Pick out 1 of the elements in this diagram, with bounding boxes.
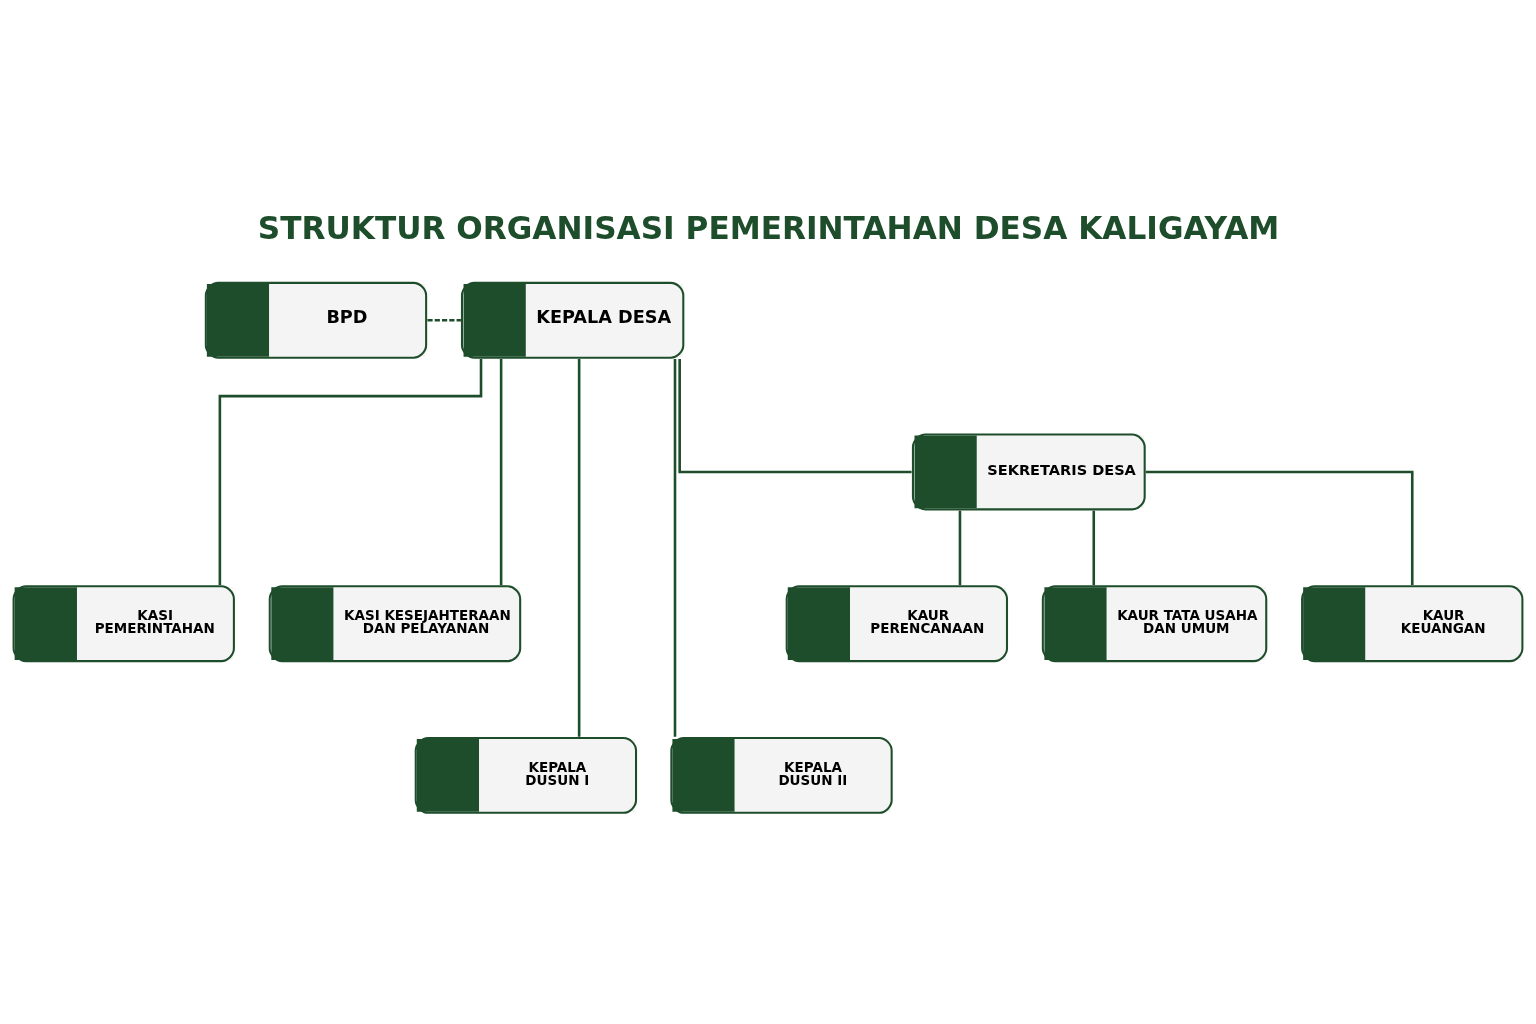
diagram-title: STRUKTUR ORGANISASI PEMERINTAHAN DESA KALIGAYAM — [257, 209, 1280, 246]
